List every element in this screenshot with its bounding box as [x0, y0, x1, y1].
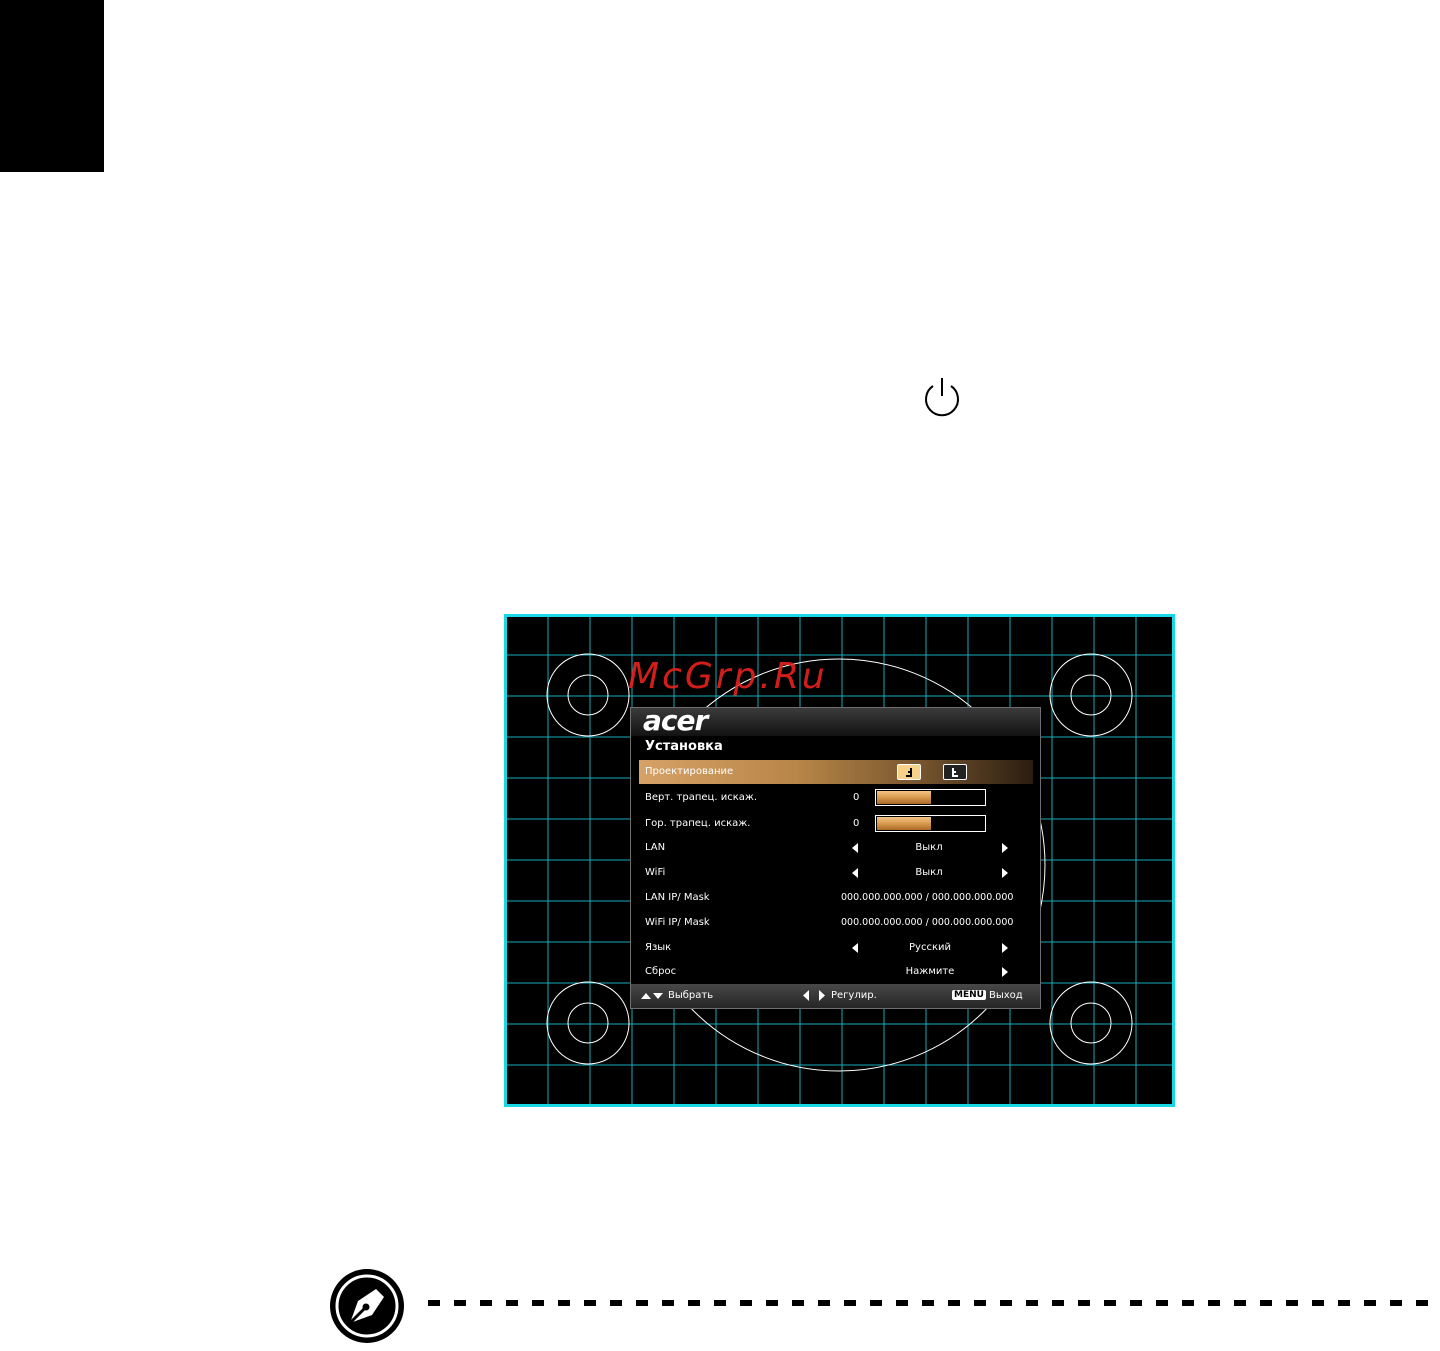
- row-value: Русский: [895, 942, 965, 953]
- arrow-right-icon[interactable]: [1002, 967, 1008, 977]
- chapter-tab-block: [0, 0, 104, 172]
- arrow-left-icon[interactable]: [852, 943, 858, 953]
- footer-exit-label: Выход: [989, 990, 1023, 1001]
- arrow-left-icon[interactable]: [852, 843, 858, 853]
- menu-row-wifi[interactable]: WiFi Выкл: [639, 861, 1033, 885]
- projection-rear-icon[interactable]: [943, 764, 967, 780]
- row-label: Проектирование: [645, 766, 733, 777]
- menu-row-wifi-ip: WiFi IP/ Mask 000.000.000.000 / 000.000.…: [639, 911, 1033, 935]
- footer-adjust-label: Регулир.: [831, 990, 877, 1001]
- menu-row-lan-ip: LAN IP/ Mask 000.000.000.000 / 000.000.0…: [639, 886, 1033, 910]
- up-down-arrows-icon: [641, 992, 663, 1000]
- footer-select-label: Выбрать: [668, 990, 713, 1001]
- row-label: Язык: [645, 942, 671, 953]
- osd-header-bar: acer: [631, 708, 1040, 736]
- menu-row-language[interactable]: Язык Русский: [639, 936, 1033, 960]
- arrow-right-icon[interactable]: [1002, 943, 1008, 953]
- left-right-arrows-icon: [803, 990, 825, 1001]
- row-value: 000.000.000.000 / 000.000.000.000: [841, 917, 1013, 928]
- keystone-slider[interactable]: [875, 789, 986, 806]
- arrow-right-icon[interactable]: [1002, 868, 1008, 878]
- row-value: Выкл: [899, 842, 959, 853]
- row-label: LAN IP/ Mask: [645, 892, 710, 903]
- menu-key-badge: MENU: [952, 990, 986, 1000]
- note-pen-icon: [328, 1267, 406, 1345]
- menu-row-projection[interactable]: Проектирование: [639, 760, 1033, 784]
- row-value: 000.000.000.000 / 000.000.000.000: [841, 892, 1013, 903]
- menu-row-lan[interactable]: LAN Выкл: [639, 836, 1033, 860]
- arrow-left-icon[interactable]: [852, 868, 858, 878]
- row-label: Сброс: [645, 966, 676, 977]
- row-value: Нажмите: [895, 966, 965, 977]
- row-label: LAN: [645, 842, 665, 853]
- row-value: 0: [853, 792, 859, 803]
- arrow-right-icon[interactable]: [1002, 843, 1008, 853]
- projection-front-icon[interactable]: [897, 764, 921, 780]
- slider-fill: [877, 817, 931, 830]
- power-icon: [920, 374, 964, 418]
- osd-footer: Выбрать Регулир. MENU Выход: [631, 984, 1040, 1008]
- osd-title: Установка: [645, 739, 723, 754]
- row-label: WiFi: [645, 867, 665, 878]
- menu-row-horizontal-keystone[interactable]: Гор. трапец. искаж. 0: [639, 812, 1033, 836]
- slider-fill: [877, 791, 931, 804]
- acer-logo: acer: [643, 704, 707, 737]
- watermark-text: McGrp.Ru: [628, 656, 828, 697]
- row-value: Выкл: [899, 867, 959, 878]
- keystone-slider[interactable]: [875, 815, 986, 832]
- row-label: WiFi IP/ Mask: [645, 917, 710, 928]
- dotted-separator: [428, 1300, 1440, 1306]
- row-value: 0: [853, 818, 859, 829]
- osd-menu: acer Установка Проектирование Верт. трап…: [630, 707, 1041, 1009]
- row-label: Гор. трапец. искаж.: [645, 818, 750, 829]
- menu-row-reset[interactable]: Сброс Нажмите: [639, 960, 1033, 984]
- menu-row-vertical-keystone[interactable]: Верт. трапец. искаж. 0: [639, 786, 1033, 810]
- row-label: Верт. трапец. искаж.: [645, 792, 757, 803]
